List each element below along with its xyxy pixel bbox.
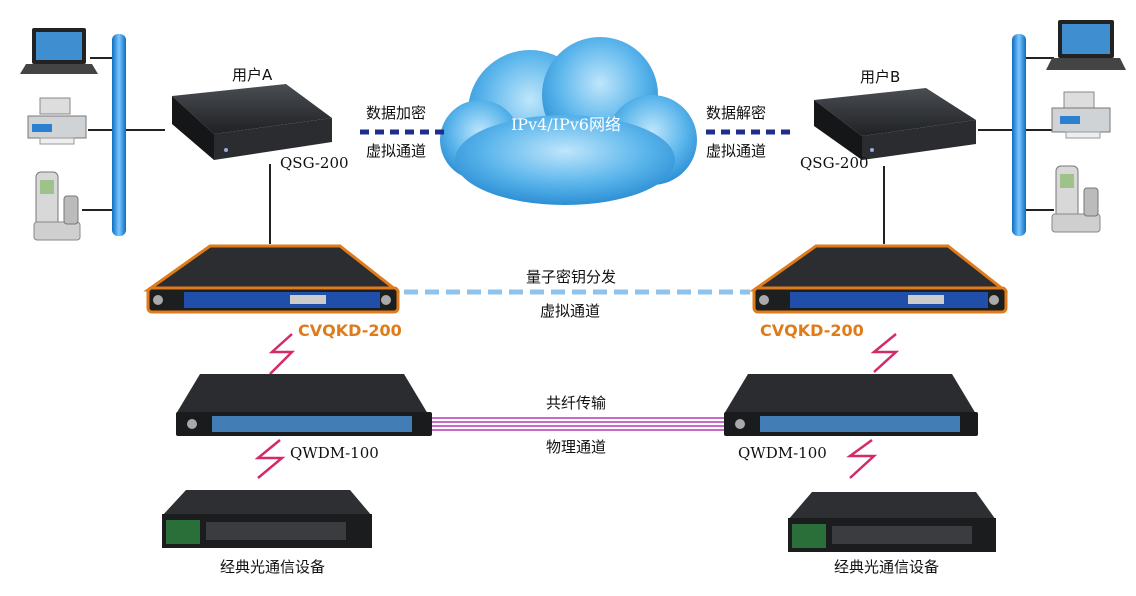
classic-left-label: 经典光通信设备 <box>220 558 325 576</box>
cvqkd-device-left <box>143 244 401 314</box>
cvqkd-right-model: CVQKD-200 <box>760 321 864 340</box>
right-bus-bar <box>1012 34 1026 236</box>
encrypt-label-2: 虚拟通道 <box>366 142 426 160</box>
user-a-label: 用户A <box>232 66 273 84</box>
decrypt-label-1: 数据解密 <box>706 104 766 122</box>
phone-icon <box>33 171 81 241</box>
printer-icon <box>27 97 87 145</box>
classic-device-left <box>162 490 372 548</box>
left-bus-bar <box>112 34 126 236</box>
network-cloud: IPv4/IPv6网络 <box>440 37 697 205</box>
fiber-lines <box>432 417 724 431</box>
classic-right-label: 经典光通信设备 <box>834 558 939 576</box>
lightning-icon <box>268 333 296 375</box>
user-b-model: QSG-200 <box>800 154 869 172</box>
user-b-label: 用户B <box>860 68 900 86</box>
fiber-label-1: 共纤传输 <box>546 394 606 412</box>
qkd-label-2: 虚拟通道 <box>540 302 600 320</box>
qsg-device-b <box>814 88 976 160</box>
lightning-icon <box>870 333 900 373</box>
cloud-label: IPv4/IPv6网络 <box>511 115 621 134</box>
cvqkd-device-right <box>749 244 1009 314</box>
qwdm-right-model: QWDM-100 <box>738 444 827 462</box>
terminal-links-right <box>978 57 1054 211</box>
laptop-icon <box>1046 20 1126 70</box>
lightning-icon <box>846 438 878 479</box>
laptop-icon <box>20 28 98 74</box>
terminal-links-left <box>82 57 165 211</box>
fiber-label-2: 物理通道 <box>546 438 606 456</box>
qsg-device-a <box>172 84 332 160</box>
cvqkd-left-model: CVQKD-200 <box>298 321 402 340</box>
qwdm-device-left <box>176 374 432 436</box>
decrypt-label-2: 虚拟通道 <box>706 142 766 160</box>
qwdm-left-model: QWDM-100 <box>290 444 379 462</box>
user-a-model: QSG-200 <box>280 154 349 172</box>
printer-icon <box>1051 91 1111 139</box>
qkd-label-1: 量子密钥分发 <box>526 268 616 286</box>
classic-device-right <box>788 492 996 552</box>
encrypt-label-1: 数据加密 <box>366 104 426 122</box>
phone-icon <box>1051 165 1101 233</box>
lightning-icon <box>254 439 286 479</box>
qwdm-device-right <box>724 374 978 436</box>
